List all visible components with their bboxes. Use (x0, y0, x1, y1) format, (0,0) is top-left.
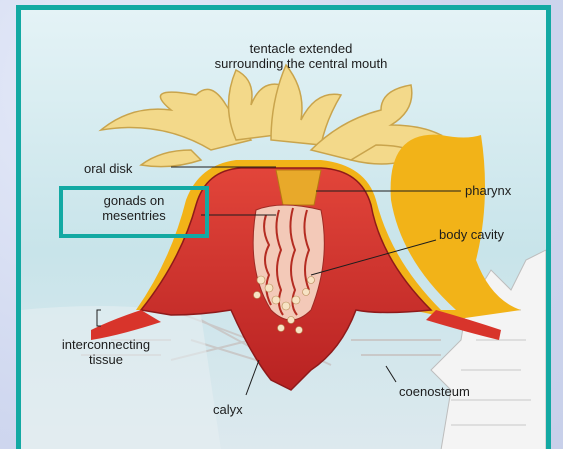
illustration-frame: tentacle extended surrounding the centra… (16, 5, 551, 449)
tentacle-label-line1: tentacle extended (171, 41, 431, 56)
body-cavity-label: body cavity (439, 227, 504, 242)
gonads-label-line2: mesentries (66, 208, 202, 223)
pharynx-label: pharynx (465, 183, 511, 198)
coenosteum-label: coenosteum (399, 384, 470, 399)
calyx-label: calyx (213, 402, 243, 417)
interconnecting-tissue-label: interconnecting tissue (31, 337, 181, 367)
oral-disk-label: oral disk (84, 161, 132, 176)
interconnecting-label-line2: tissue (31, 352, 181, 367)
tentacle-label: tentacle extended surrounding the centra… (171, 41, 431, 71)
interconnecting-label-line1: interconnecting (31, 337, 181, 352)
gonads-label: gonads on mesentries (66, 193, 202, 223)
gonads-label-line1: gonads on (66, 193, 202, 208)
pharynx (276, 170, 321, 205)
tentacle-label-line2: surrounding the central mouth (171, 56, 431, 71)
